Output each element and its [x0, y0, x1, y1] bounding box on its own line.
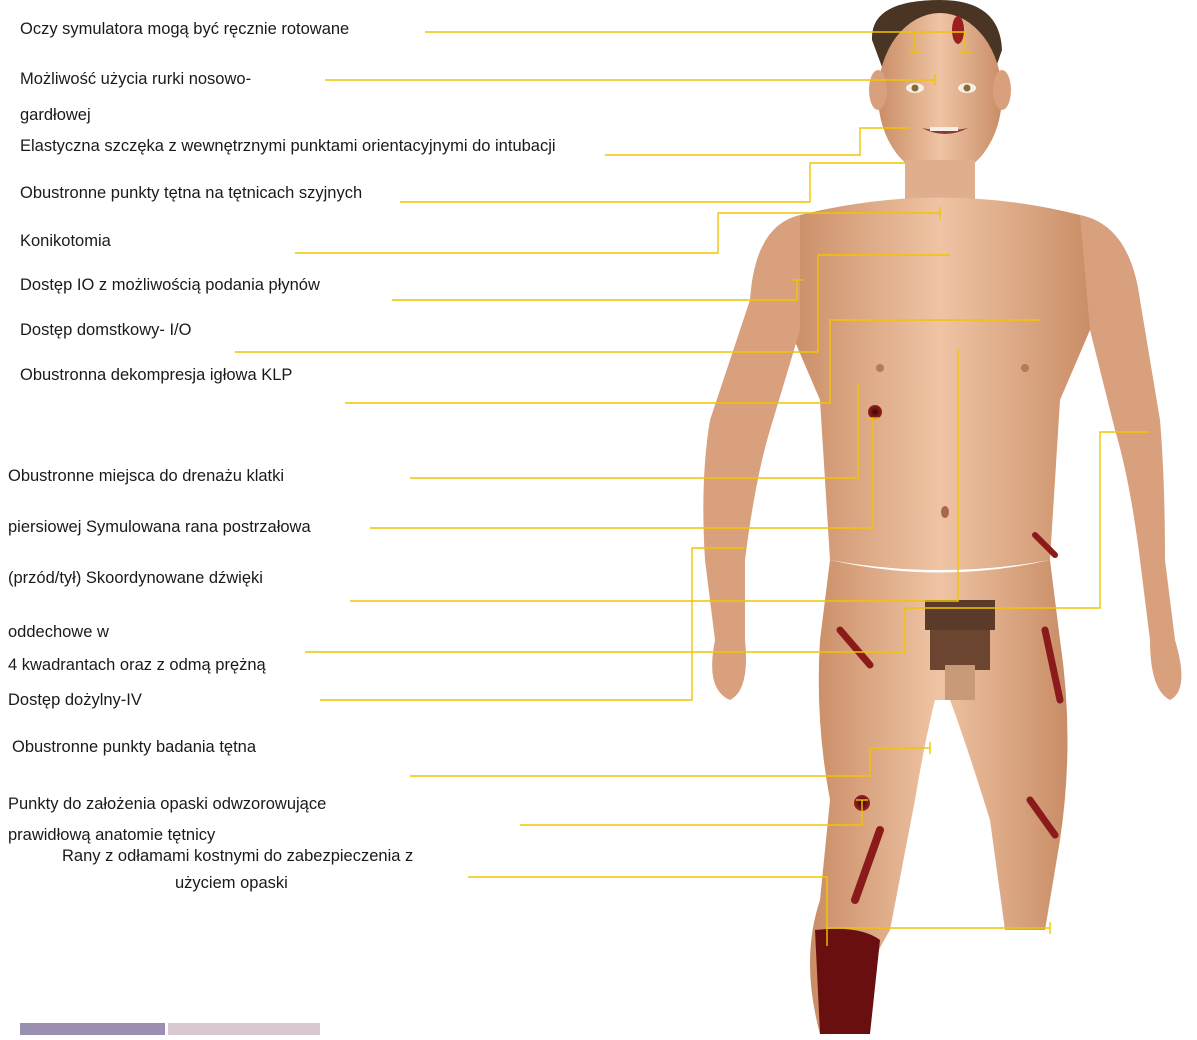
callout-breath-sounds-1: (przód/tył) Skoordynowane dźwięki	[8, 568, 263, 588]
callout-carotid-pulse: Obustronne punkty tętna na tętnicach szy…	[20, 183, 362, 203]
leader-line-chest-drain	[410, 383, 858, 478]
callout-eyes: Oczy symulatora mogą być ręcznie rotowan…	[20, 19, 349, 39]
thumbnail-strip	[20, 1022, 320, 1034]
callout-nasal-airway-2: gardłowej	[20, 105, 91, 125]
callout-tourniquet-2: prawidłową anatomie tętnicy	[8, 825, 215, 845]
callout-chest-drain-2: piersiowej Symulowana rana postrzałowa	[8, 517, 311, 537]
leader-line-carotid	[400, 163, 905, 202]
callout-bone-wounds-2: użyciem opaski	[175, 873, 288, 893]
callout-breath-sounds-2: oddechowe w	[8, 622, 109, 642]
callout-tourniquet-1: Punkty do założenia opaski odwzorowujące	[8, 794, 326, 814]
leader-line-needle	[345, 320, 1040, 403]
leader-line-pneumo	[305, 432, 1150, 652]
callout-chest-drain-1: Obustronne miejsca do drenażu klatki	[8, 466, 284, 486]
callout-breath-sounds-3: 4 kwadrantach oraz z odmą prężną	[8, 655, 266, 675]
callout-io-access: Dostęp IO z możliwością podania płynów	[20, 275, 320, 295]
leader-line-breath	[350, 350, 958, 601]
callout-pulse-points: Obustronne punkty badania tętna	[12, 737, 256, 757]
leader-line-io-sternal	[235, 255, 950, 352]
callout-iv-access: Dostęp dożylny-IV	[8, 690, 142, 710]
leader-line-gunshot	[370, 418, 879, 528]
leader-line-io	[392, 280, 803, 300]
leader-line-bone-wound	[468, 877, 1050, 946]
leader-line-tourniquet	[520, 800, 868, 825]
leader-line-nasal	[325, 74, 935, 86]
leader-line-iv	[320, 548, 745, 700]
leader-line-pulse	[410, 742, 930, 776]
callout-nasal-airway-1: Możliwość użycia rurki nosowo-	[20, 69, 251, 89]
callout-needle-decompression: Obustronna dekompresja igłowa KLP	[20, 365, 292, 385]
leader-line-jaw	[605, 128, 910, 155]
callout-intraosseous: Dostęp domstkowy- I/O	[20, 320, 191, 340]
leader-line-coniotomy	[295, 207, 940, 253]
leader-line-eyes	[425, 32, 971, 52]
callout-coniotomy: Konikotomia	[20, 231, 111, 251]
callout-bone-wounds-1: Rany z odłamami kostnymi do zabezpieczen…	[62, 846, 413, 866]
callout-jaw: Elastyczna szczęka z wewnętrznymi punkta…	[20, 136, 556, 156]
